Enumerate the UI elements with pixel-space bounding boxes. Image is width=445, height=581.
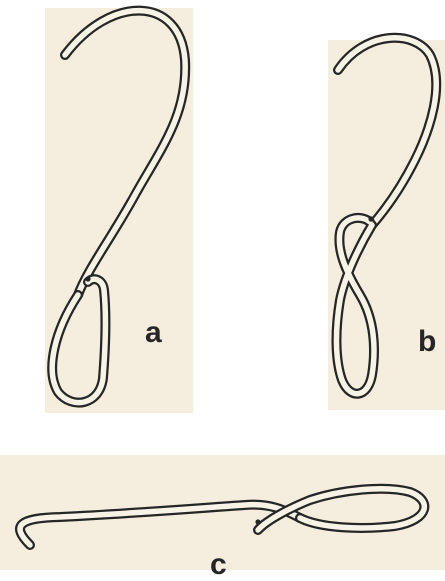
panel-label-c: c <box>210 550 227 580</box>
rod-b-end-dot <box>368 216 373 221</box>
panel-a-background <box>45 8 193 413</box>
rod-a-end-dot <box>85 276 90 281</box>
rod-c-end-dot <box>255 519 260 524</box>
panel-label-b: b <box>418 327 436 357</box>
panel-label-a: a <box>145 318 162 348</box>
